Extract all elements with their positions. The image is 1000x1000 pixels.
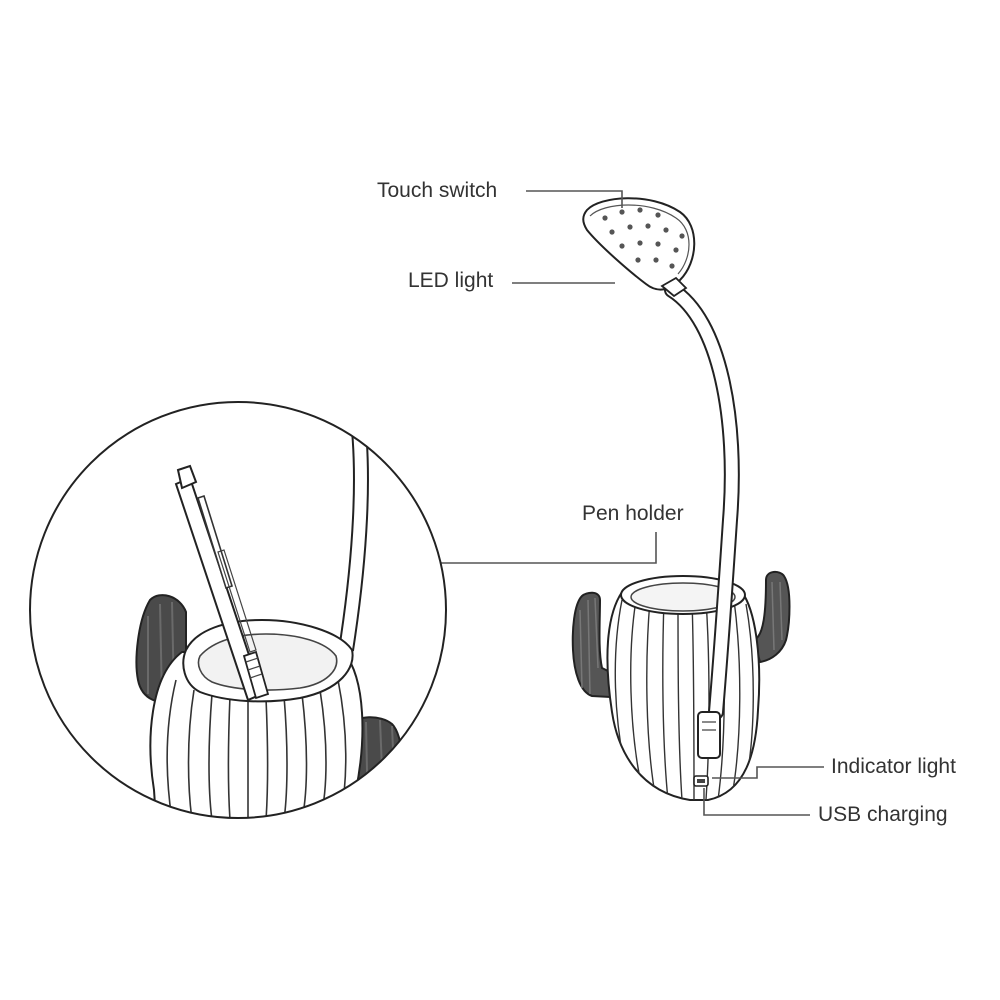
lamp-illustration: [571, 197, 791, 801]
label-usb-charging: USB charging: [818, 803, 948, 826]
usb-port: [693, 775, 709, 787]
led-dots: [602, 207, 685, 269]
label-led-light: LED light: [408, 269, 494, 292]
leader-indicator-light: [712, 766, 824, 779]
led-lamp-head: [582, 197, 696, 298]
leader-lines: [440, 190, 824, 816]
label-indicator-light: Indicator light: [831, 755, 956, 778]
pen-in-holder: [174, 464, 270, 702]
leader-touch-switch: [526, 190, 623, 208]
flexible-gooseneck: [664, 282, 740, 759]
leader-pen-holder: [440, 532, 657, 564]
zoom-detail-inset: [29, 401, 447, 819]
label-pen-holder: Pen holder: [582, 502, 684, 525]
right-cactus-arm: [752, 570, 791, 664]
cactus-pen-holder-body: [606, 575, 761, 801]
left-cactus-arm: [571, 591, 616, 699]
leader-usb-charging: [703, 788, 810, 816]
label-touch-switch: Touch switch: [377, 179, 498, 202]
